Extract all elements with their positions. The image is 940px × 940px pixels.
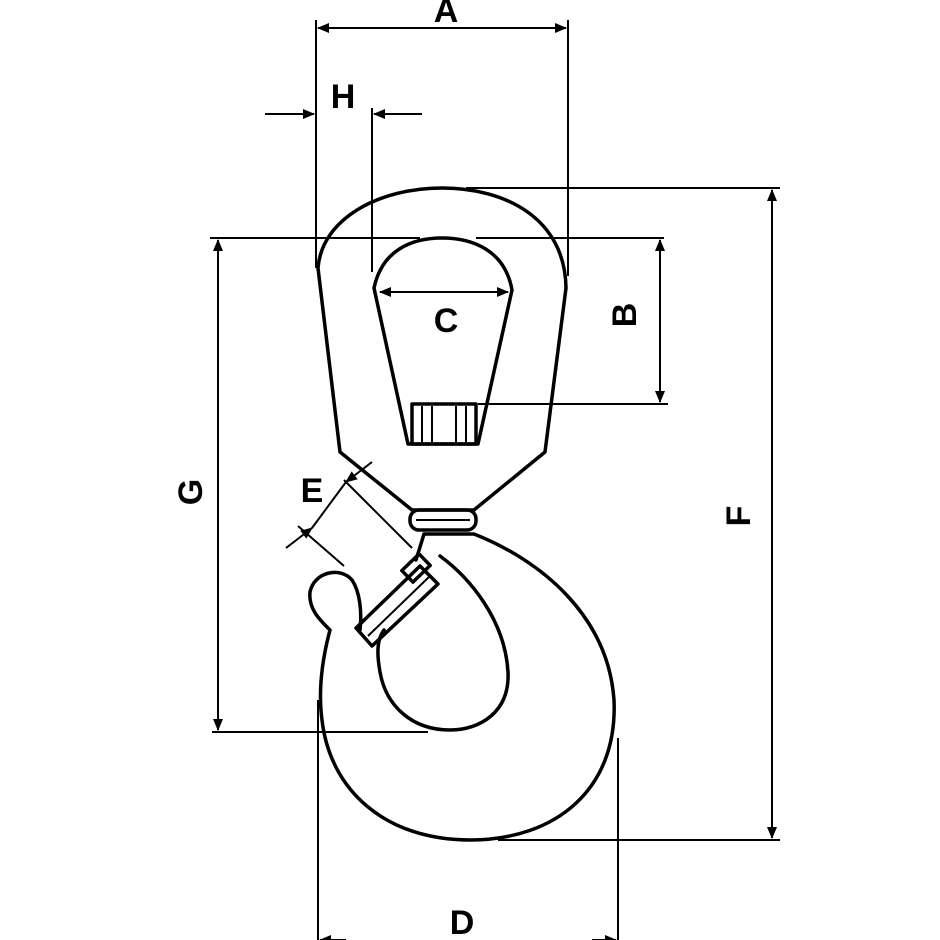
dimension-e-label: E [301, 472, 324, 510]
dimension-a-label: A [434, 0, 459, 30]
dimension-g: G [172, 237, 428, 733]
dimension-g-label: G [172, 479, 210, 505]
dimension-f-label: F [720, 506, 758, 527]
dimension-h: H [265, 78, 422, 272]
dimension-b: B [476, 237, 668, 405]
dimension-d: D [317, 700, 619, 940]
dimension-b-label: B [606, 303, 644, 328]
dimension-d-label: D [450, 904, 475, 940]
swivel-collar [408, 508, 478, 532]
dimension-a: A [315, 0, 569, 276]
dimension-h-label: H [331, 78, 356, 116]
dimension-e: E [285, 461, 413, 567]
dimension-c: C [379, 287, 509, 340]
dimension-f: F [466, 187, 780, 841]
dimension-c-label: C [434, 302, 459, 340]
hook-body [308, 532, 616, 842]
swivel-eye [316, 186, 568, 512]
